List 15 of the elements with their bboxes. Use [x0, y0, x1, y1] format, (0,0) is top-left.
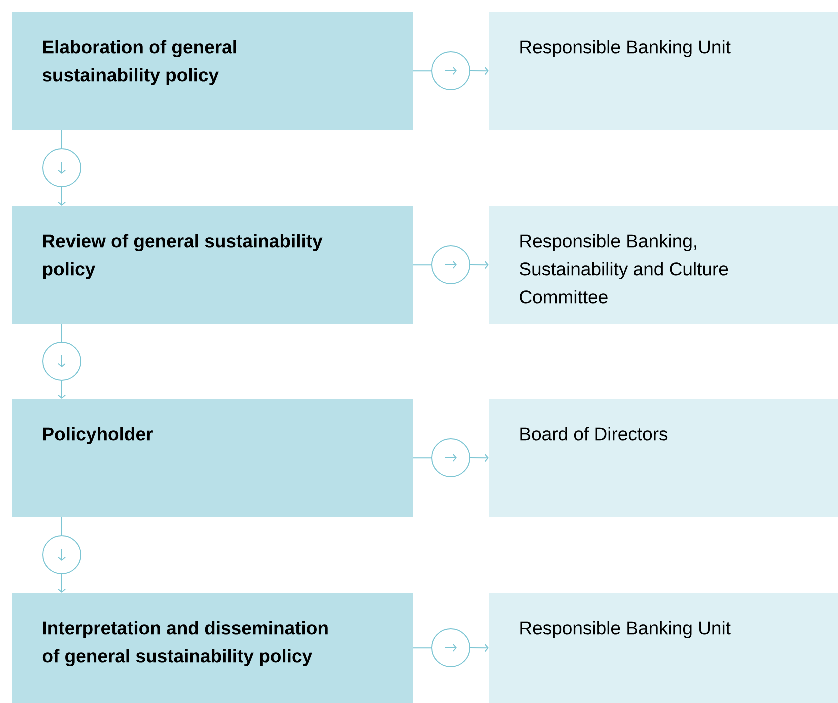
responsible-box: Board of Directors — [489, 399, 838, 518]
circled-arrow — [412, 628, 489, 668]
circled-arrow — [42, 324, 82, 399]
process-box: Review of general sustainability policy — [12, 206, 414, 324]
circled-arrow — [42, 516, 82, 593]
circled-arrow — [412, 438, 489, 478]
responsible-box: Responsible Banking Unit — [489, 593, 838, 703]
responsible-box: Responsible Banking, Sustainability and Culture Committee — [489, 206, 838, 324]
process-box: Elaboration of general sustainability policy — [12, 12, 414, 130]
circled-arrow — [412, 245, 489, 284]
responsible-box: Responsible Banking Unit — [489, 12, 838, 130]
process-box: Policyholder — [12, 399, 414, 518]
circled-arrow — [412, 51, 489, 90]
process-box: Interpretation and dissemination of general sustainability policy — [12, 593, 414, 703]
circled-arrow — [42, 130, 82, 206]
